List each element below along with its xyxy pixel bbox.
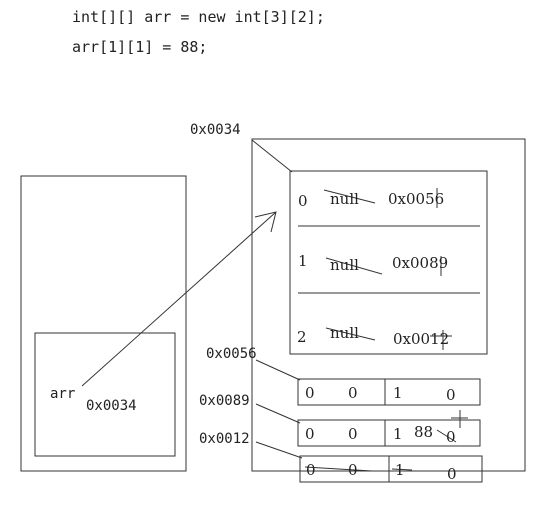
arr-reference-arrow [81,211,277,387]
inner-array-0 [297,378,481,406]
outer-old-2: null [330,324,359,342]
inner-1-cell-1: 0 [348,425,358,443]
outer-value-2: 0x0012 [393,330,449,348]
inner-1-cell-2: 1 [393,425,403,443]
inner-address-0: 0x0056 [206,346,257,362]
code-line-2: arr[1][1] = 88; [72,38,208,56]
strike-last-row [304,466,373,472]
code-line-1: int[][] arr = new int[3][2]; [72,8,325,26]
heap-region [251,138,526,472]
inner-2-cell-3: 0 [447,465,457,483]
inner-0-cell-3: 0 [446,386,456,404]
stack-var-name: arr [50,386,75,402]
outer-value-1: 0x0089 [392,254,448,272]
strike-null-0 [323,189,376,204]
outer-index-0: 0 [298,192,308,210]
outer-old-1: null [330,256,359,274]
pointer-0012 [255,441,303,459]
inner-2-cell-1: 0 [348,461,358,479]
stack-region [20,175,187,472]
inner-1-cell-0: 0 [305,425,315,443]
inner-1-value-88: 88 [414,423,433,441]
inner-1-cell-3: 0 [446,428,456,446]
pointer-0089 [255,403,301,424]
outer-index-1: 1 [298,252,308,270]
stack-frame [34,332,176,457]
outer-old-0: null [330,190,359,208]
inner-array-1 [297,419,481,447]
arrow-head [254,211,277,233]
inner-array-2 [299,455,483,483]
outer-value-0: 0x0056 [388,190,444,208]
outer-index-2: 2 [297,328,307,346]
pointer-0056 [255,359,301,381]
strike-null-1 [325,257,383,275]
outer-address-label: 0x0034 [190,122,241,138]
outer-address-pointer [251,139,293,173]
outer-array [289,170,488,355]
inner-2-cell-0: 0 [306,461,316,479]
inner-address-1: 0x0089 [199,393,250,409]
inner-0-cell-1: 0 [348,384,358,402]
inner-address-2: 0x0012 [199,431,250,447]
inner-0-cell-2: 1 [393,384,403,402]
inner-2-cell-2: 1 [395,461,405,479]
strike-null-2 [325,327,376,341]
stack-var-value: 0x0034 [86,398,137,414]
inner-0-cell-0: 0 [305,384,315,402]
